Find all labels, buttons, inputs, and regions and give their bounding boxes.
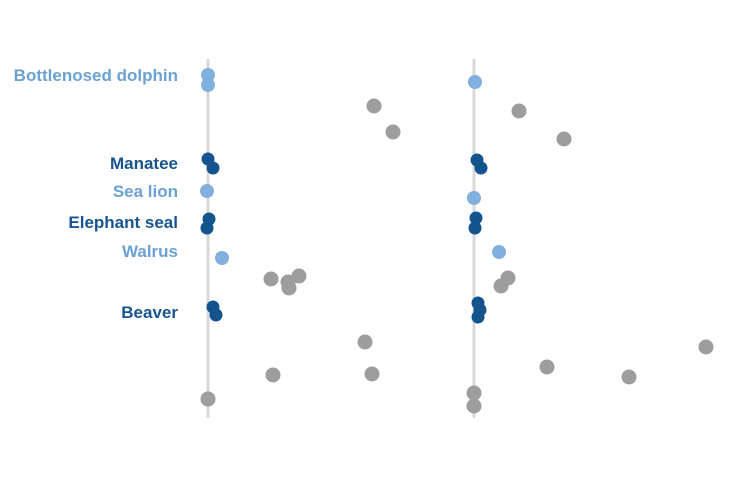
data-point-walrus xyxy=(215,251,229,265)
data-point-elephant-seal xyxy=(469,211,483,225)
data-point-other xyxy=(466,398,482,414)
category-label-beaver: Beaver xyxy=(121,303,178,322)
data-point-other xyxy=(366,98,382,114)
data-point-other xyxy=(357,334,373,350)
category-label-manatee: Manatee xyxy=(109,154,178,173)
data-point-other xyxy=(493,278,509,294)
data-point-other xyxy=(539,359,555,375)
data-point-sea-lion xyxy=(200,184,214,198)
data-point-other xyxy=(511,103,527,119)
data-point-other xyxy=(281,280,297,296)
right-strip-axis-line xyxy=(472,59,476,418)
data-point-beaver xyxy=(471,310,485,324)
data-point-manatee xyxy=(474,161,488,175)
data-point-bottlenosed-dolphin xyxy=(468,75,482,89)
data-point-other xyxy=(291,268,307,284)
data-point-bottlenosed-dolphin xyxy=(201,78,215,92)
data-point-other xyxy=(385,124,401,140)
data-point-sea-lion xyxy=(467,191,481,205)
data-point-elephant-seal xyxy=(200,221,214,235)
category-label-bottlenosed-dolphin: Bottlenosed dolphin xyxy=(13,66,178,85)
data-point-other xyxy=(200,391,216,407)
data-point-other xyxy=(466,385,482,401)
data-point-other xyxy=(556,131,572,147)
left-strip-axis-line xyxy=(206,59,210,418)
data-point-beaver xyxy=(209,308,223,322)
data-point-other xyxy=(265,367,281,383)
data-point-manatee xyxy=(206,161,220,175)
category-label-walrus: Walrus xyxy=(121,242,178,261)
data-point-other xyxy=(364,366,380,382)
data-point-other xyxy=(698,339,714,355)
data-point-elephant-seal xyxy=(468,221,482,235)
category-label-elephant-seal: Elephant seal xyxy=(68,213,178,232)
category-label-sea-lion: Sea lion xyxy=(112,182,178,201)
data-point-other xyxy=(621,369,637,385)
data-point-other xyxy=(263,271,279,287)
data-point-walrus xyxy=(492,245,506,259)
